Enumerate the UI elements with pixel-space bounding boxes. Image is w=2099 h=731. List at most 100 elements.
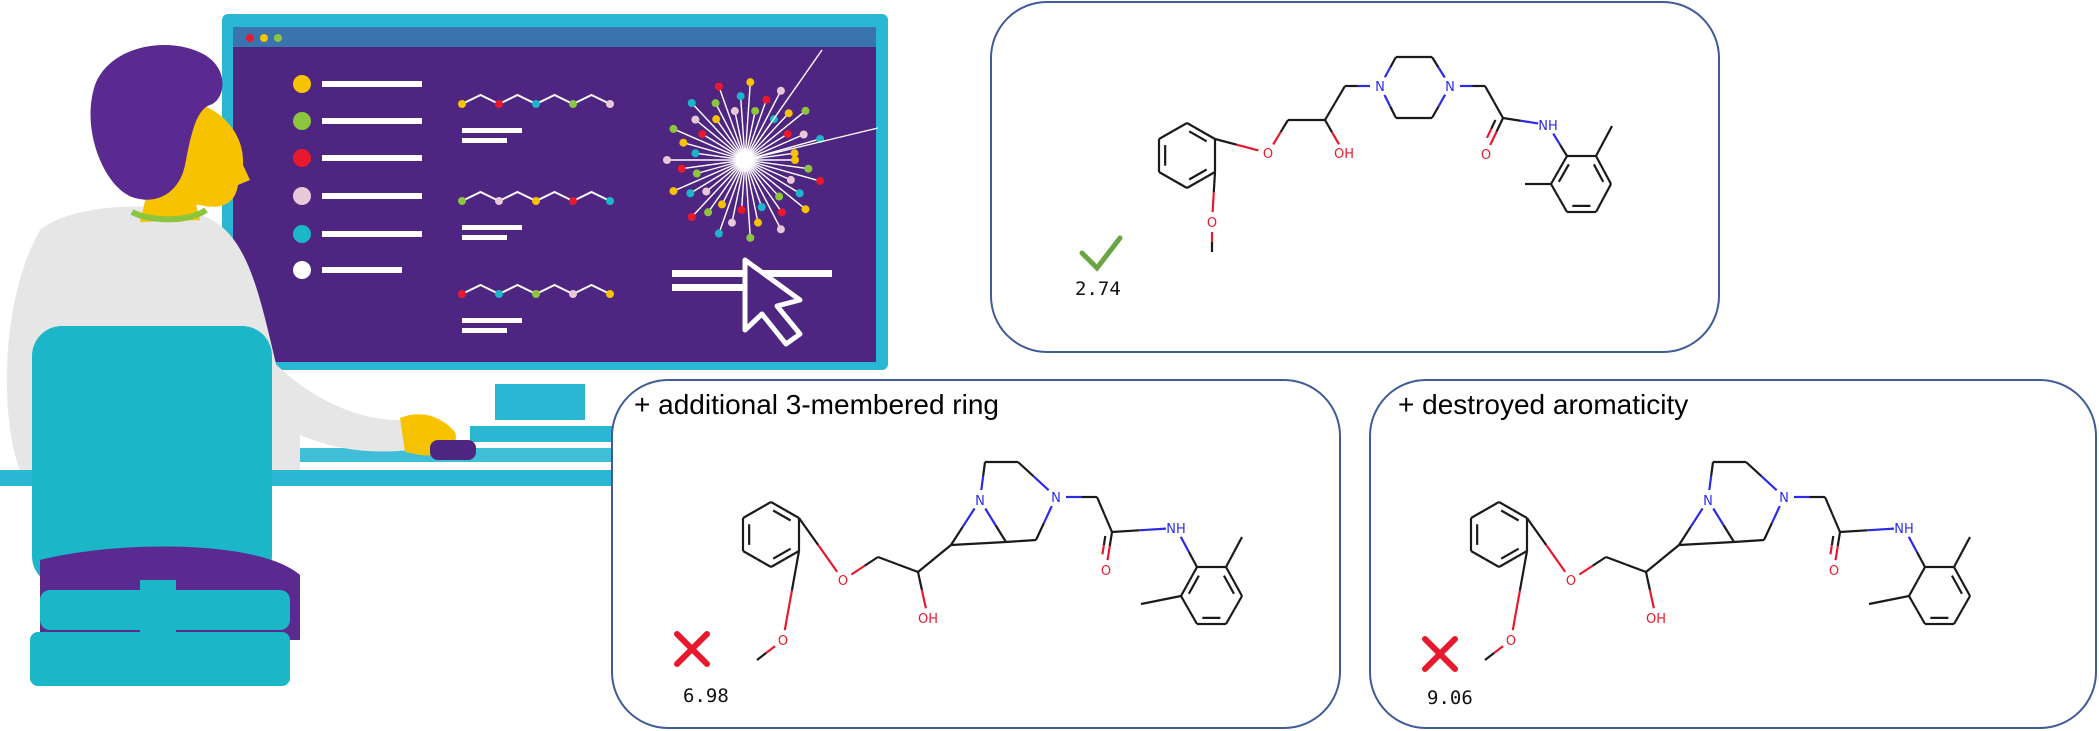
bond: [1233, 536, 1243, 553]
bond: [817, 544, 839, 573]
bond: [1908, 595, 1918, 611]
tree-branch: [739, 96, 746, 161]
bond: [1953, 566, 1963, 583]
tree-branch: [744, 82, 752, 161]
bond: [978, 540, 1007, 545]
tree-branch: [744, 133, 804, 161]
double-bond: [1829, 544, 1833, 555]
bond: [1961, 595, 1971, 611]
bond: [1831, 514, 1842, 533]
oxygen-atom-label: O: [1566, 574, 1576, 589]
nitrogen-atom-label: NH: [1538, 119, 1558, 134]
bond: [1961, 580, 1971, 597]
bond: [1279, 119, 1289, 133]
screen-bar: [672, 284, 782, 291]
tree-branch: [744, 159, 801, 194]
bond: [798, 517, 820, 546]
tree-branch: [744, 152, 795, 161]
bond: [1188, 566, 1198, 583]
nitrogen-atom-label: N: [1051, 491, 1061, 506]
bond: [1233, 595, 1243, 611]
monitor-neck: [495, 384, 585, 420]
tree-branch: [744, 159, 759, 223]
tree-node: [777, 208, 786, 217]
tree-node: [687, 98, 696, 107]
bond: [1520, 119, 1539, 125]
bond: [1437, 94, 1447, 107]
tree-node: [692, 169, 701, 178]
tree-node: [691, 149, 700, 158]
bond: [1836, 531, 1842, 547]
bond: [1035, 522, 1045, 541]
nitrogen-atom-label: NH: [1166, 522, 1186, 537]
tree-node: [736, 92, 745, 101]
tree-branch: [744, 159, 809, 170]
tree-node: [711, 99, 720, 108]
bond: [1160, 594, 1182, 602]
bond: [1689, 507, 1704, 528]
tree-node: [746, 233, 755, 242]
tree-node: [669, 124, 678, 133]
tree-branch: [744, 99, 768, 161]
bond: [756, 652, 767, 661]
check-icon: [1079, 235, 1123, 272]
chain-node: [606, 100, 614, 108]
double-bond: [1101, 544, 1105, 555]
bond: [1602, 183, 1612, 199]
bond: [1484, 85, 1495, 103]
tree-branch: [683, 142, 746, 161]
tree-node: [663, 156, 671, 164]
double-bond: [1485, 128, 1493, 139]
bond: [1512, 550, 1528, 560]
bond: [1770, 505, 1781, 524]
cursor-arrow-icon: [742, 257, 803, 347]
bond: [1526, 517, 1548, 546]
bond: [1334, 85, 1346, 104]
legend-dot: [293, 225, 311, 243]
bond: [1498, 558, 1514, 568]
bond: [1103, 514, 1114, 533]
panel-original: [990, 1, 1720, 353]
bond: [770, 501, 786, 511]
tree-node: [757, 203, 766, 212]
bond: [1324, 119, 1333, 133]
tree-node: [669, 187, 678, 196]
legend-dot: [293, 149, 311, 167]
bond: [1578, 564, 1594, 576]
bond: [1834, 545, 1839, 561]
bond: [1645, 557, 1664, 573]
bond: [1678, 542, 1707, 547]
bond: [1603, 125, 1613, 142]
chain-node: [458, 290, 466, 298]
tree-node: [801, 106, 810, 115]
oxygen-atom-label: O: [1263, 147, 1273, 162]
aromatic-bond: [772, 547, 792, 560]
keyboard: [276, 448, 676, 462]
tree-branch: [707, 159, 746, 213]
tree-branch: [744, 159, 792, 181]
bond: [1188, 609, 1198, 625]
oxygen-atom-label: O: [778, 634, 788, 649]
bond: [1484, 652, 1495, 661]
aromatic-bond: [1188, 130, 1208, 143]
bond: [1484, 501, 1500, 511]
bond: [1470, 550, 1486, 560]
tree-branch: [734, 110, 746, 161]
bond: [1383, 66, 1392, 78]
tree-branch: [744, 133, 789, 161]
tree-node: [754, 218, 763, 227]
bond: [1916, 566, 1926, 583]
bond: [1592, 556, 1607, 567]
bond: [1140, 598, 1162, 606]
bond: [1708, 475, 1713, 491]
bond: [1389, 105, 1397, 119]
bond: [1559, 144, 1568, 157]
bond: [1437, 66, 1446, 79]
chair-post: [140, 580, 176, 640]
bond: [1763, 522, 1773, 541]
bond: [1866, 527, 1895, 532]
bond: [1020, 538, 1037, 543]
tree-branch: [718, 86, 746, 161]
bond: [980, 475, 985, 491]
tree-node: [776, 225, 785, 234]
